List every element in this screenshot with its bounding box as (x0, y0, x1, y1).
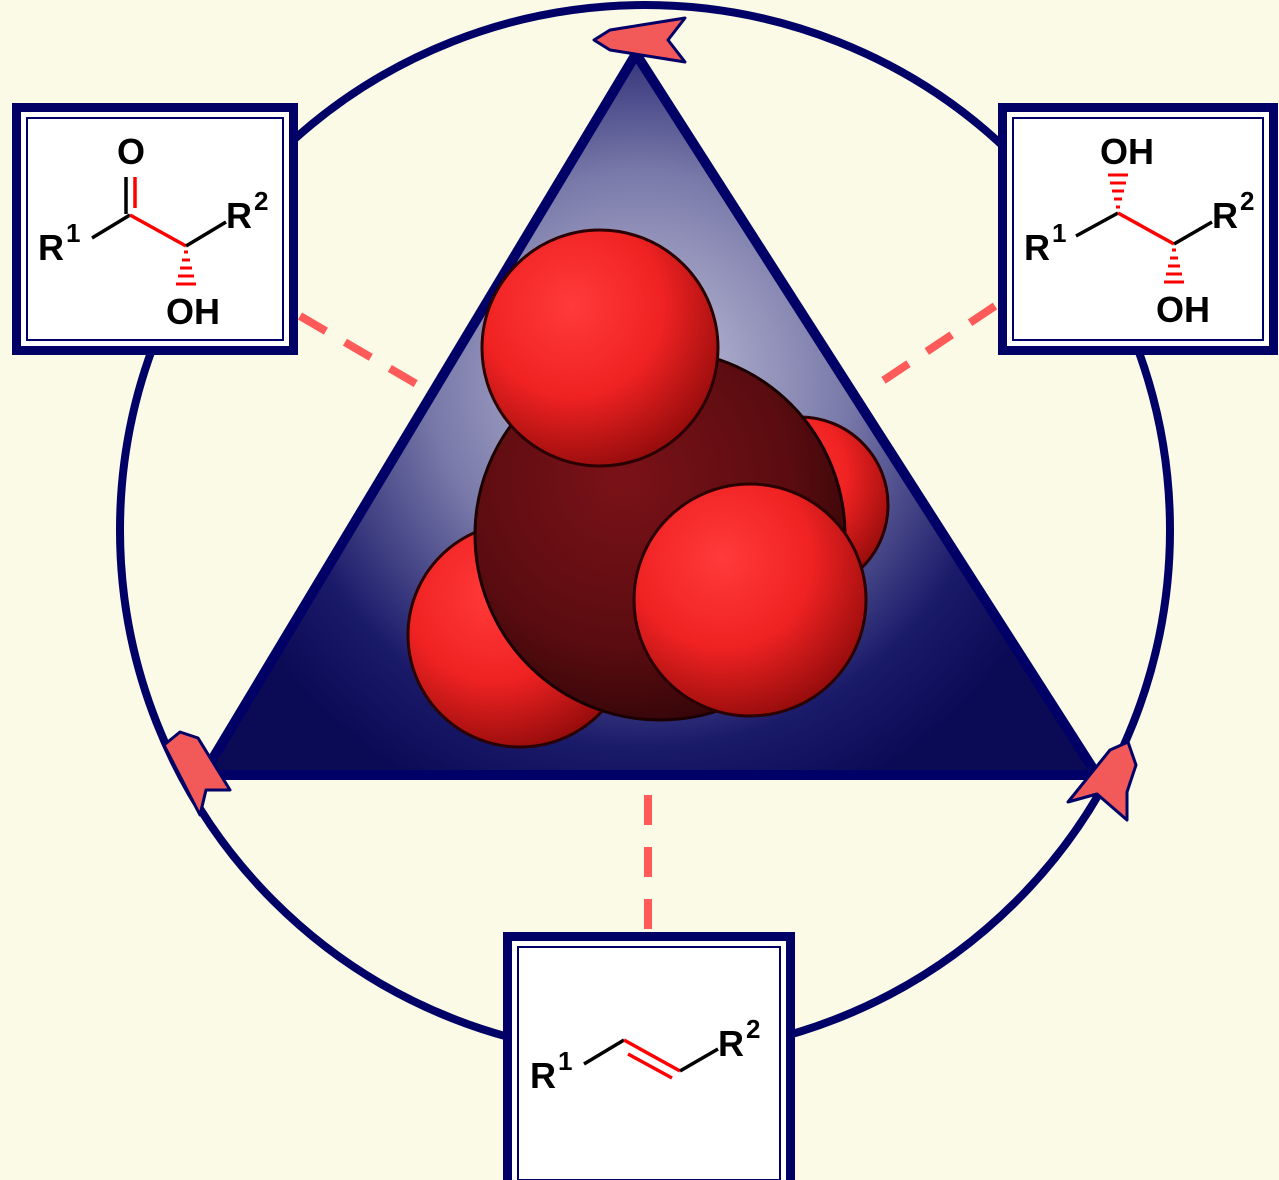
alkene-r2-label: R2 (718, 1014, 760, 1064)
hydroxyketone-oh-label: OH (166, 291, 220, 332)
arrowhead-icon (1066, 740, 1138, 822)
tetrahedral-oxo-molecule-icon (406, 228, 890, 749)
hydroxyketone-r2-label: R2 (226, 186, 268, 236)
oxygen-atom-top (480, 228, 720, 468)
alkene-r1-label: R1 (530, 1046, 572, 1096)
carbonyl-oxygen-label: O (117, 131, 145, 172)
diol-r1-label: R1 (1024, 218, 1066, 268)
diol-r2-label: R2 (1212, 186, 1254, 236)
arrowhead-icon (592, 16, 687, 64)
hydroxyketone-box: O R1 R2 OH (12, 103, 298, 355)
oxygen-atom-front-right (632, 482, 868, 718)
diol-bottom-oh-label: OH (1156, 289, 1210, 330)
alkene-box: R1 R2 (503, 932, 795, 1180)
diol-box: OH R1 R2 OH (998, 103, 1278, 355)
connector-right (872, 302, 998, 390)
arrowhead-icon (162, 730, 232, 817)
connector-left (297, 312, 423, 390)
hydroxyketone-r1-label: R1 (38, 218, 80, 268)
diol-top-oh-label: OH (1100, 131, 1154, 172)
